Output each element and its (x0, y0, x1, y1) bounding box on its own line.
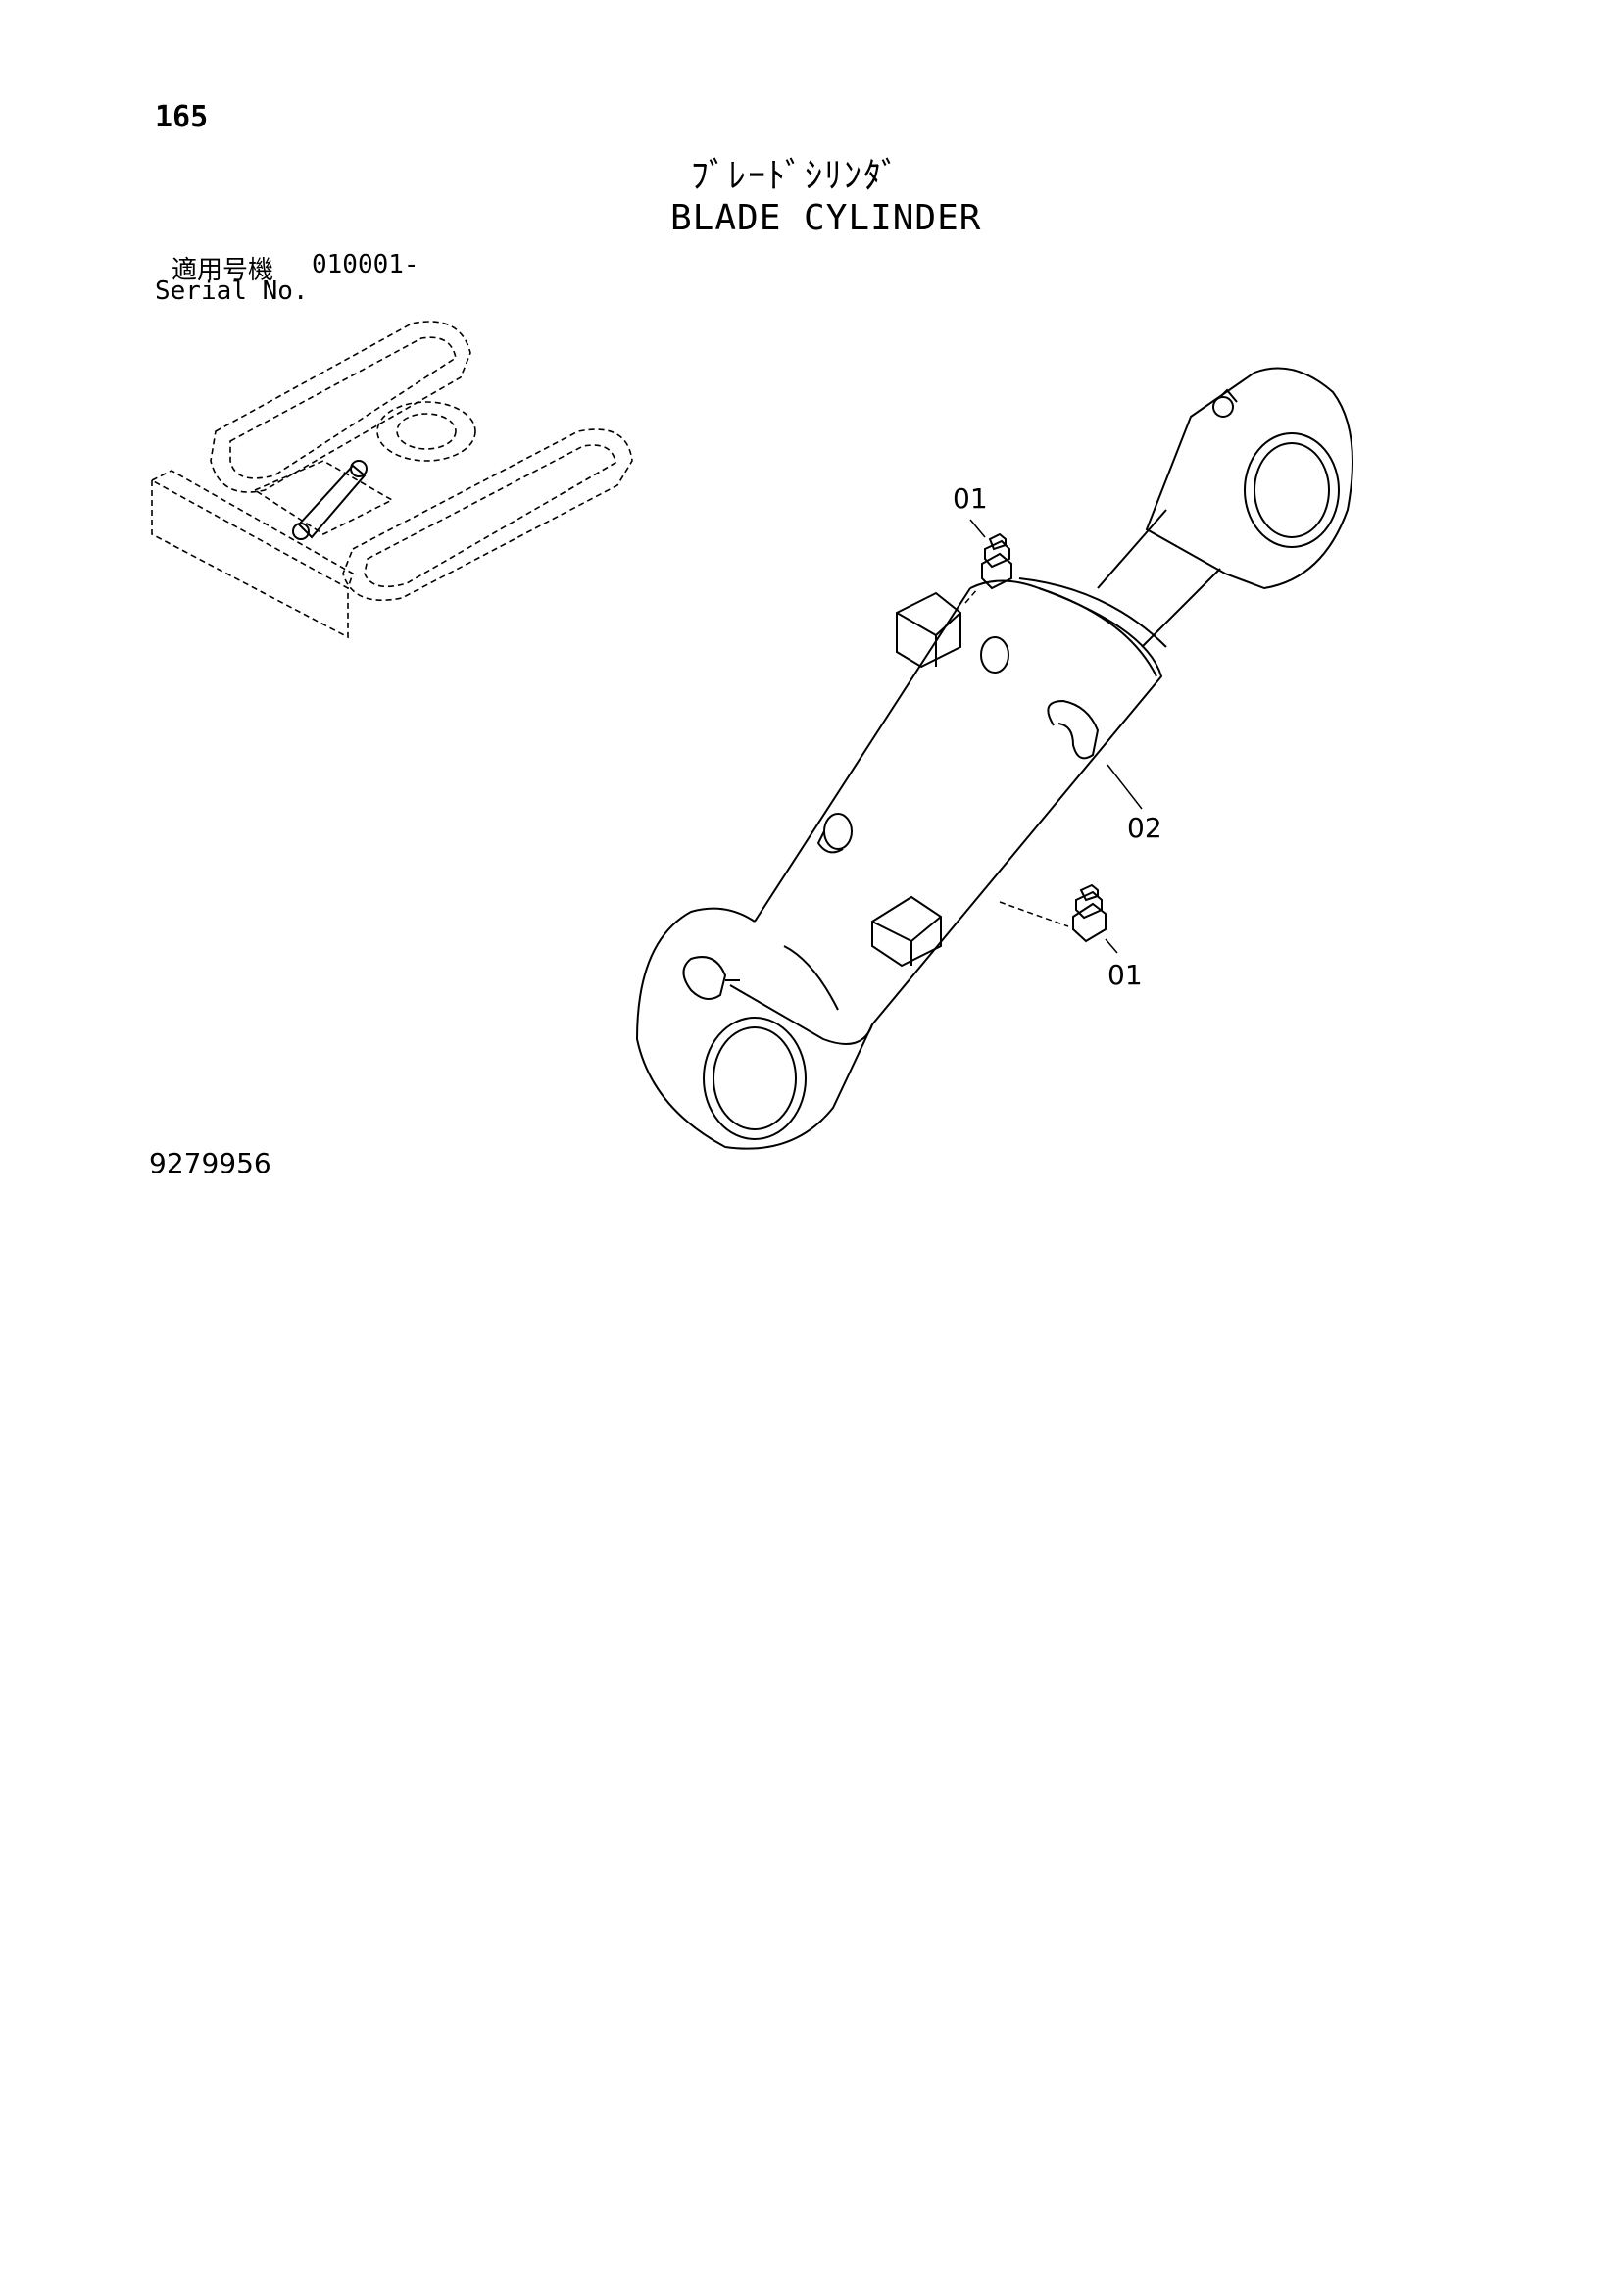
page-number: 165 (155, 100, 209, 134)
serial-range: 010001- (312, 250, 419, 279)
serial-label: Serial No. (155, 276, 309, 306)
callout-fitting-top: 01 (953, 482, 988, 515)
title-japanese: ﾌﾞﾚｰﾄﾞｼﾘﾝﾀﾞ (691, 156, 901, 196)
page-title: BLADE CYLINDER (670, 198, 982, 238)
callout-fitting-bottom: 01 (1107, 959, 1143, 991)
callout-cylinder: 02 (1127, 812, 1162, 844)
document-number: 9279956 (149, 1147, 271, 1179)
serial-label-japanese: 適用号機 (172, 256, 274, 285)
